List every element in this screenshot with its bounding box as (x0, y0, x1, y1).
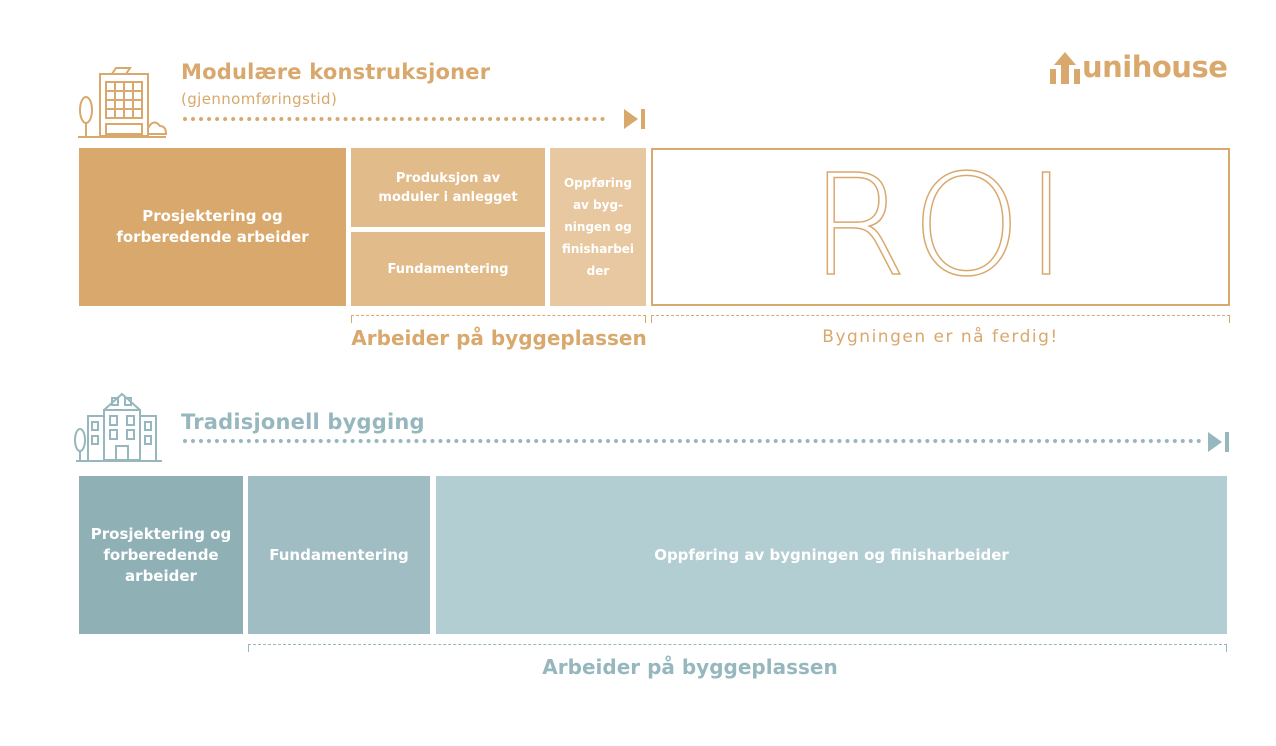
traditional-timeline-end-bar (1225, 432, 1229, 452)
finished-label: Bygningen er nå ferdig! (822, 327, 1059, 347)
modular-erection-line-3: ningen og (564, 220, 632, 234)
traditional-erection-block: Oppføring av bygningen og finisharbeider (436, 476, 1227, 634)
traditional-planning-label: Prosjektering og forberedende arbeider (90, 524, 232, 585)
modular-planning-block: Prosjektering og forberedende arbeider (79, 148, 346, 306)
traditional-erection-label: Oppføring av bygningen og finisharbeider (654, 545, 1009, 564)
modular-timeline-end-icon (624, 109, 638, 129)
roi-label: ROI (809, 145, 1071, 308)
traditional-timeline-end-icon (1208, 432, 1222, 452)
modular-erection-line-4: finisharbei (561, 242, 635, 256)
traditional-timeline-dots (183, 439, 1202, 443)
modular-erection-line-1: Oppføring (563, 176, 632, 190)
traditional-site-label: Arbeider på byggeplassen (542, 655, 838, 679)
modular-erection-block: Oppføring av byg- ningen og finisharbei … (550, 148, 646, 306)
modular-timeline-end-bar (641, 109, 645, 129)
modular-foundation-label: Fundamentering (387, 261, 509, 277)
modular-site-label: Arbeider på byggeplassen (351, 326, 647, 350)
traditional-foundation-label: Fundamentering (269, 545, 409, 564)
traditional-foundation-block: Fundamentering (248, 476, 430, 634)
modular-production-block: Produksjon av moduler i anlegget (351, 148, 545, 227)
roi-box: ROI (651, 148, 1230, 306)
modular-production-label: Produksjon av moduler i anlegget (378, 170, 518, 205)
modular-erection-line-2: av byg- (572, 198, 624, 212)
finished-bracket (651, 315, 1230, 323)
traditional-title: Tradisjonell bygging (181, 410, 425, 434)
modular-planning-label: Prosjektering og forberedende arbeider (116, 207, 309, 246)
brand-logo: unihouse (1048, 50, 1234, 90)
modular-subtitle: (gjennomføringstid) (181, 90, 338, 108)
traditional-building-icon (74, 392, 162, 462)
modular-foundation-block: Fundamentering (351, 232, 545, 306)
traditional-planning-block: Prosjektering og forberedende arbeider (79, 476, 243, 634)
modular-timeline-dots (183, 117, 605, 121)
modular-title: Modulære konstruksjoner (181, 60, 491, 84)
brand-name: unihouse (1082, 50, 1228, 84)
house-arrow-icon (1050, 52, 1080, 84)
traditional-site-bracket (248, 644, 1227, 652)
modular-site-bracket (351, 315, 646, 323)
modular-building-icon (78, 67, 168, 138)
modular-erection-line-5: der (586, 264, 610, 278)
